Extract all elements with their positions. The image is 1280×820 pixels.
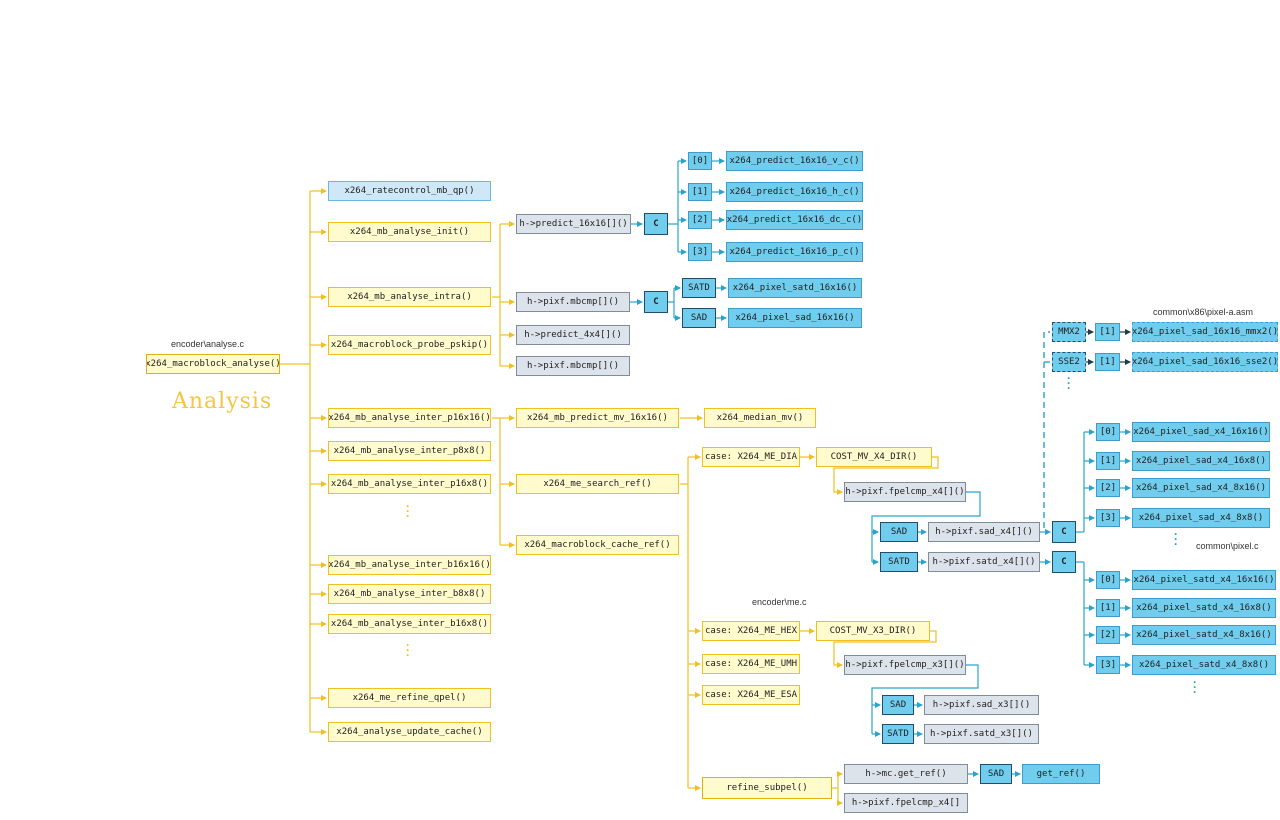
node-idx-t3: [3] — [1096, 656, 1120, 674]
encoder-me-label: encoder\me.c — [752, 597, 807, 607]
node-idx-sse2: [1] — [1095, 353, 1120, 371]
node-inter-p8x8: x264_mb_analyse_inter_p8x8() — [328, 441, 491, 461]
node-predict-4x4: h->predict_4x4[]() — [516, 325, 630, 345]
node-macroblock-probe-pskip: x264_macroblock_probe_pskip() — [328, 335, 491, 355]
node-macroblock-analyse: x264_macroblock_analyse() — [146, 354, 280, 374]
node-mmx2: MMX2 — [1052, 322, 1086, 342]
node-sse2: SSE2 — [1052, 352, 1086, 372]
node-sad-x4-box: SAD — [880, 522, 918, 542]
node-pixel-sad-16x16: x264_pixel_sad_16x16() — [728, 308, 862, 328]
node-idx-p0: [0] — [688, 152, 712, 170]
node-sad-16x16-sse2: x264_pixel_sad_16x16_sse2() — [1132, 352, 1278, 372]
node-satd-x4-8x8: x264_pixel_satd_x4_8x8() — [1132, 655, 1276, 675]
node-inter-p16x16: x264_mb_analyse_inter_p16x16() — [328, 408, 491, 428]
node-mb-analyse-init: x264_mb_analyse_init() — [328, 222, 491, 242]
node-satd-mb: SATD — [682, 278, 716, 298]
node-predict-16x16-h-c: x264_predict_16x16_h_c() — [726, 182, 863, 202]
node-c-mbcmp: C — [644, 291, 668, 313]
node-analyse-update-cache: x264_analyse_update_cache() — [328, 722, 491, 742]
node-idx-t2: [2] — [1096, 626, 1120, 644]
node-sad-x4-16x8: x264_pixel_sad_x4_16x8() — [1132, 451, 1270, 471]
more-inter-p-ellipsis: ··· — [406, 499, 410, 523]
node-c-satd-x4: C — [1052, 551, 1076, 573]
node-mb-analyse-intra: x264_mb_analyse_intra() — [328, 287, 491, 307]
node-case-hex: case: X264_ME_HEX — [702, 621, 800, 641]
node-ratecontrol-mb-qp: x264_ratecontrol_mb_qp() — [328, 181, 491, 201]
node-satd-x4-8x16: x264_pixel_satd_x4_8x16() — [1132, 625, 1276, 645]
node-fpelcmp-x4: h->pixf.fpelcmp_x4[]() — [844, 482, 966, 502]
node-idx-t0: [0] — [1096, 571, 1120, 589]
node-fpelcmp-x3: h->pixf.fpelcmp_x3[]() — [844, 655, 966, 675]
node-inter-p16x8: x264_mb_analyse_inter_p16x8() — [328, 474, 491, 494]
node-sad-getref: SAD — [980, 764, 1012, 784]
node-get-ref: get_ref() — [1022, 764, 1100, 784]
node-inter-b16x16: x264_mb_analyse_inter_b16x16() — [328, 555, 491, 575]
node-idx-t1: [1] — [1096, 599, 1120, 617]
node-me-search-ref: x264_me_search_ref() — [516, 474, 679, 494]
node-satd-x3-box: SATD — [882, 724, 914, 744]
node-sad-x4-16x16: x264_pixel_sad_x4_16x16() — [1132, 422, 1270, 442]
node-case-esa: case: X264_ME_ESA — [702, 685, 800, 705]
node-idx-p3: [3] — [688, 243, 712, 261]
node-satd-x4-call: h->pixf.satd_x4[]() — [928, 552, 1040, 572]
common-pixel-c-label: common\pixel.c — [1196, 541, 1259, 551]
node-idx-p2: [2] — [688, 211, 712, 229]
node-idx-mmx2: [1] — [1095, 323, 1120, 341]
node-idx-s1: [1] — [1096, 452, 1120, 470]
more-asm-ellipsis: ··· — [1067, 371, 1071, 395]
node-pixf-mbcmp-1: h->pixf.mbcmp[]() — [516, 292, 630, 312]
node-sad-x3-box: SAD — [882, 695, 914, 715]
common-pixel-asm-label: common\x86\pixel-a.asm — [1153, 307, 1254, 317]
node-satd-x4-16x16: x264_pixel_satd_x4_16x16() — [1132, 570, 1276, 590]
node-mb-predict-mv-16x16: x264_mb_predict_mv_16x16() — [516, 408, 679, 428]
node-c-sad-x4: C — [1052, 521, 1076, 543]
node-sad-x4-8x8: x264_pixel_sad_x4_8x8() — [1132, 508, 1270, 528]
node-mc-get-ref: h->mc.get_ref() — [844, 764, 968, 784]
analysis-title: Analysis — [172, 389, 273, 414]
node-inter-b16x8: x264_mb_analyse_inter_b16x8() — [328, 614, 491, 634]
encoder-analyse-label: encoder\analyse.c — [171, 339, 245, 349]
node-median-mv: x264_median_mv() — [704, 408, 816, 428]
node-sad-mb: SAD — [682, 308, 716, 328]
node-idx-p1: [1] — [688, 183, 712, 201]
node-fpelcmp-x4-b: h->pixf.fpelcmp_x4[] — [844, 793, 968, 813]
node-inter-b8x8: x264_mb_analyse_inter_b8x8() — [328, 584, 491, 604]
node-refine-subpel: refine_subpel() — [702, 777, 832, 799]
node-macroblock-cache-ref: x264_macroblock_cache_ref() — [516, 535, 679, 555]
node-case-umh: case: X264_ME_UMH — [702, 654, 800, 674]
node-me-refine-qpel: x264_me_refine_qpel() — [328, 688, 491, 708]
node-sad-x4-8x16: x264_pixel_sad_x4_8x16() — [1132, 478, 1270, 498]
node-cost-x3: COST_MV_X3_DIR() — [816, 621, 930, 641]
node-cost-x4: COST_MV_X4_DIR() — [816, 447, 932, 467]
node-satd-x4-box: SATD — [880, 552, 918, 572]
node-sad-x3-call: h->pixf.sad_x3[]() — [924, 695, 1039, 715]
node-idx-s0: [0] — [1096, 423, 1120, 441]
node-satd-x3-call: h->pixf.satd_x3[]() — [924, 724, 1039, 744]
node-satd-x4-16x8: x264_pixel_satd_x4_16x8() — [1132, 598, 1276, 618]
node-sad-x4-call: h->pixf.sad_x4[]() — [928, 522, 1040, 542]
node-idx-s3: [3] — [1096, 509, 1120, 527]
node-pixf-mbcmp-2: h->pixf.mbcmp[]() — [516, 356, 630, 376]
more-satd-x4-ellipsis: ··· — [1193, 675, 1197, 699]
node-case-dia: case: X264_ME_DIA — [702, 447, 800, 467]
more-inter-b-ellipsis: ··· — [406, 638, 410, 662]
node-predict-16x16-dc-c: x264_predict_16x16_dc_c() — [726, 210, 863, 230]
node-predict-16x16-p-c: x264_predict_16x16_p_c() — [726, 242, 863, 262]
node-c-predict: C — [644, 213, 668, 235]
more-sad-x4-ellipsis: ··· — [1174, 527, 1178, 551]
node-pixel-satd-16x16: x264_pixel_satd_16x16() — [728, 278, 862, 298]
node-idx-s2: [2] — [1096, 479, 1120, 497]
node-sad-16x16-mmx2: x264_pixel_sad_16x16_mmx2() — [1132, 322, 1278, 342]
node-predict-16x16-v-c: x264_predict_16x16_v_c() — [726, 151, 863, 171]
node-predict-16x16: h->predict_16x16[]() — [516, 214, 631, 234]
